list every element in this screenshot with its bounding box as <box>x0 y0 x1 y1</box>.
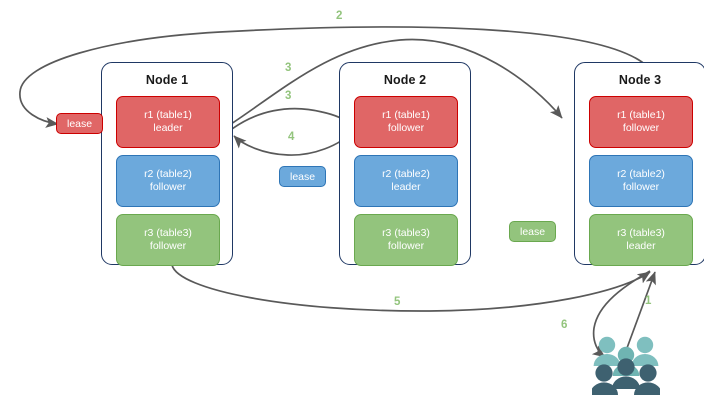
replica-n1-r3-name: r3 (table3) <box>144 226 192 239</box>
node-1-title: Node 1 <box>145 73 189 87</box>
replica-n3-r1[interactable]: r1 (table1) follower <box>589 96 693 148</box>
replica-n2-r1[interactable]: r1 (table1) follower <box>354 96 458 148</box>
step-label-6: 6 <box>561 319 568 331</box>
replica-n2-r2-name: r2 (table2) <box>382 167 430 180</box>
replica-n3-r2[interactable]: r2 (table2) follower <box>589 155 693 207</box>
lease-chip-table2[interactable]: lease <box>279 166 327 187</box>
replica-n3-r2-name: r2 (table2) <box>617 167 665 180</box>
step-label-5: 5 <box>394 296 401 308</box>
replica-n3-r1-role: follower <box>622 122 660 134</box>
step-label-3-upper: 3 <box>285 62 292 74</box>
replica-n1-r2[interactable]: r2 (table2) follower <box>116 155 220 207</box>
replica-n1-r2-role: follower <box>149 181 187 193</box>
replica-n3-r2-role: follower <box>622 181 660 193</box>
arrow-step-5 <box>171 264 651 312</box>
replica-n2-r3[interactable]: r3 (table3) follower <box>354 214 458 266</box>
replica-n2-r2-role: leader <box>391 181 421 193</box>
node-2-title: Node 2 <box>383 73 427 87</box>
replica-n2-r3-name: r3 (table3) <box>382 226 430 239</box>
replica-n1-r1[interactable]: r1 (table1) leader <box>116 96 220 148</box>
replica-n2-r1-name: r1 (table1) <box>382 108 430 121</box>
replica-n3-r3[interactable]: r3 (table3) leader <box>589 214 693 266</box>
step-label-2: 2 <box>336 10 343 22</box>
replica-n1-r3-role: follower <box>149 240 187 252</box>
replica-n2-r3-role: follower <box>387 240 425 252</box>
replica-n1-r2-name: r2 (table2) <box>144 167 192 180</box>
replica-n1-r1-name: r1 (table1) <box>144 108 192 121</box>
users-group-icon <box>592 336 660 395</box>
replica-n2-r1-role: follower <box>387 122 425 134</box>
lease-chip-table3[interactable]: lease <box>509 221 557 242</box>
node-3-title: Node 3 <box>618 73 662 87</box>
step-label-3-lower: 3 <box>285 90 292 102</box>
replica-n1-r3[interactable]: r3 (table3) follower <box>116 214 220 266</box>
replica-n3-r3-role: leader <box>626 240 656 252</box>
replica-n3-r1-name: r1 (table1) <box>617 108 665 121</box>
node-3-container[interactable]: Node 3 r1 (table1) follower r2 (table2) … <box>574 62 704 266</box>
node-1-container[interactable]: Node 1 r1 (table1) leader r2 (table2) fo… <box>101 62 233 266</box>
replica-n3-r3-name: r3 (table3) <box>617 226 665 239</box>
step-label-1: 1 <box>645 295 652 307</box>
replica-n2-r2[interactable]: r2 (table2) leader <box>354 155 458 207</box>
step-label-4: 4 <box>288 131 295 143</box>
replica-n1-r1-role: leader <box>153 122 183 134</box>
lease-chip-table1[interactable]: lease <box>56 113 104 134</box>
node-2-container[interactable]: Node 2 r1 (table1) follower r2 (table2) … <box>339 62 471 266</box>
arrow-step-3-lower <box>227 107 353 133</box>
